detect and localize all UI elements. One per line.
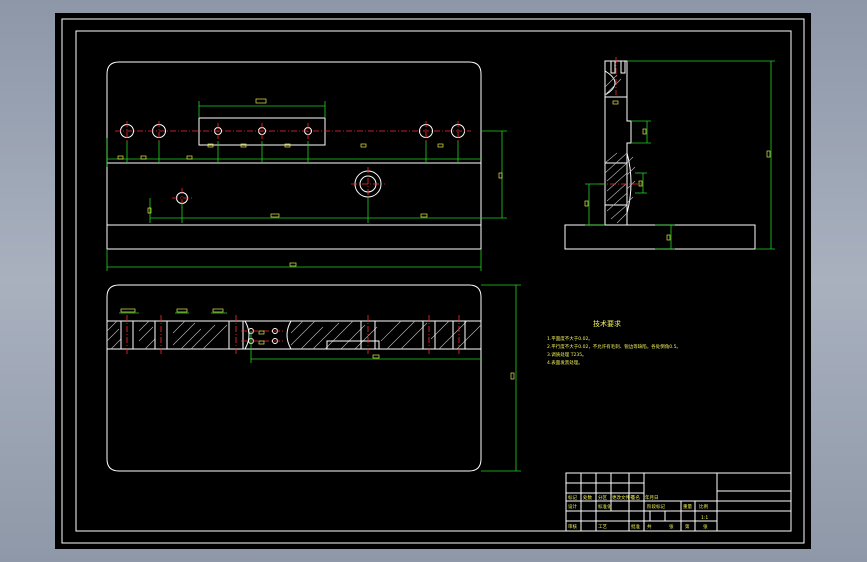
tb-stage: 阶段标记	[647, 503, 665, 510]
sheet-inner-border	[75, 30, 792, 532]
tb-standard: 标准化	[598, 503, 612, 510]
cad-viewport[interactable]: 技术要求 1.平面度不大于0.02。 2.平行度不大于0.02，不允许有毛刺、锐…	[55, 13, 811, 549]
tech-req-line-2: 2.平行度不大于0.02，不允许有毛刺、锐边等缺陷，各处倒角0.5。	[547, 343, 681, 350]
tb-scale: 比例	[699, 503, 708, 510]
front-view	[106, 61, 507, 271]
tb-change-doc: 更改文件号	[612, 494, 635, 501]
tech-req-line-3: 3.调质处理 T235。	[547, 351, 587, 358]
tb-nth: 第	[685, 523, 690, 530]
tb-scale-value: 1:1	[701, 515, 708, 521]
tb-sheet-1: 张	[669, 523, 674, 530]
tb-total: 共	[647, 523, 652, 530]
tb-sign: 签名	[631, 494, 640, 501]
tb-design: 设计	[568, 503, 577, 510]
tb-mark: 标记	[568, 494, 577, 501]
tb-zone: 分区	[598, 494, 607, 501]
tb-approve: 批准	[631, 523, 640, 530]
tb-weight: 重量	[683, 503, 692, 510]
title-block: 标记 处数 分区 更改文件号 签名 年月日 设计 标准化 阶段标记 重量 比例 …	[565, 472, 792, 532]
tb-review: 审核	[568, 523, 577, 530]
tb-sheet-2: 张	[703, 523, 708, 530]
tb-date: 年月日	[645, 494, 659, 501]
tb-count: 处数	[583, 494, 592, 501]
side-view	[564, 57, 775, 250]
tech-req-line-4: 4.表面发黑处理。	[547, 359, 583, 366]
tb-process: 工艺	[598, 524, 607, 530]
drawing-canvas: 技术要求 1.平面度不大于0.02。 2.平行度不大于0.02，不允许有毛刺、锐…	[61, 18, 805, 544]
technical-requirements: 技术要求 1.平面度不大于0.02。 2.平行度不大于0.02，不允许有毛刺、锐…	[547, 319, 681, 366]
sheet-outer-border	[61, 18, 805, 544]
tech-req-title: 技术要求	[593, 319, 621, 328]
section-view	[106, 284, 521, 472]
tech-req-line-1: 1.平面度不大于0.02。	[547, 335, 593, 342]
